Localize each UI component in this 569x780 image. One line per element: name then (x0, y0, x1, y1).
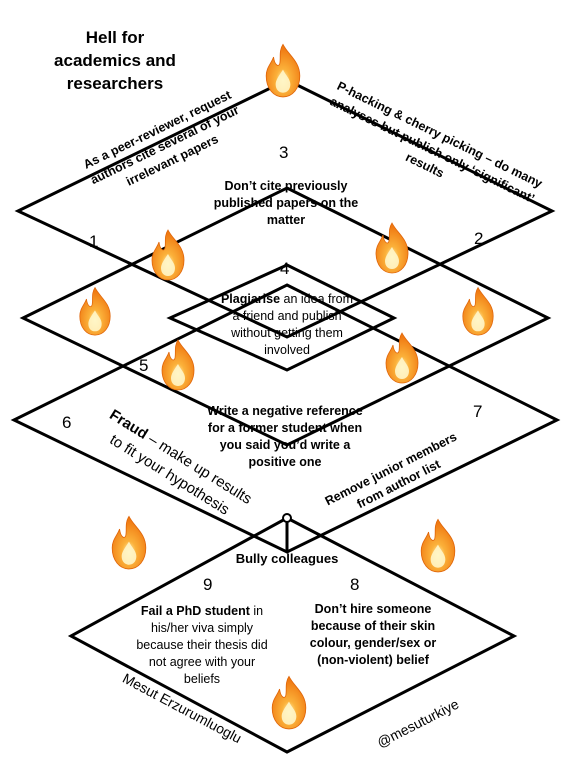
text-line: a friend and publish (232, 309, 342, 323)
text-line: Plagiarise an idea from (208, 291, 366, 308)
text-line: colour, gender/sex or (309, 636, 437, 650)
bold-word: Fail a PhD student (140, 604, 250, 618)
item-negative-reference-text: Write a negative reference for a former … (195, 403, 375, 471)
bottom-diamond (67, 516, 518, 754)
item-fail-phd-text: Fail a PhD student in his/her viva simpl… (124, 603, 280, 688)
text-fragment: in (249, 604, 264, 618)
text-line: beliefs (183, 672, 221, 686)
text-line: (non-violent) belief (317, 653, 429, 667)
flame-icon (375, 222, 409, 274)
top-diamond (14, 78, 556, 339)
item-number: 5 (139, 356, 149, 375)
text-line: Don’t hire someone (314, 602, 432, 616)
item-number: 4 (280, 259, 290, 278)
flame-icon (462, 287, 494, 336)
title-line: researchers (66, 74, 164, 93)
flame-icon (420, 518, 456, 573)
item-number: 6 (62, 413, 72, 432)
item-number: 9 (203, 575, 213, 594)
item-number: 3 (279, 143, 289, 162)
text-line: Don’t cite previously (224, 179, 348, 193)
flame-icon (385, 332, 419, 384)
flame-icon (161, 339, 195, 391)
item-number: 7 (473, 402, 483, 421)
text-fragment: an idea from (280, 292, 354, 306)
text-line: involved (264, 343, 310, 357)
text-line: matter (266, 213, 306, 227)
text-line: Fail a PhD student in (124, 603, 280, 620)
page-title: Hell for academics and researchers (52, 26, 178, 95)
flame-icon (79, 287, 111, 336)
text-line: positive one (248, 455, 322, 469)
item-number: 1 (89, 232, 99, 251)
layer-two-diamond (19, 186, 552, 447)
item-bully-text: Bully colleagues (220, 550, 354, 567)
text-line: published papers on the (213, 196, 359, 210)
text-line: Bully colleagues (235, 551, 339, 566)
title-line: Hell for (85, 28, 145, 47)
text-line: Write a negative reference (207, 404, 363, 418)
text-line: for a former student when (207, 421, 363, 435)
item-number: 2 (474, 229, 484, 248)
flame-icon (265, 43, 301, 98)
text-line: because their thesis did (136, 638, 268, 652)
bold-word: Plagiarise (220, 292, 281, 306)
flame-icon (151, 229, 185, 281)
flame-icon (111, 515, 147, 570)
item-number: 8 (350, 575, 360, 594)
text-line: not agree with your (148, 655, 256, 669)
item-dont-cite-text: Don’t cite previously published papers o… (200, 178, 372, 229)
center-node (282, 513, 292, 523)
title-line: academics and (54, 51, 176, 70)
inner-diamond (166, 263, 398, 372)
text-line: his/her viva simply (150, 621, 254, 635)
text-line: without getting them (231, 326, 343, 340)
text-line: you said you’d write a (219, 438, 351, 452)
item-plagiarise-text: Plagiarise an idea from a friend and pub… (208, 291, 366, 359)
text-line: because of their skin (310, 619, 436, 633)
item-dont-hire-text: Don’t hire someone because of their skin… (292, 601, 454, 669)
